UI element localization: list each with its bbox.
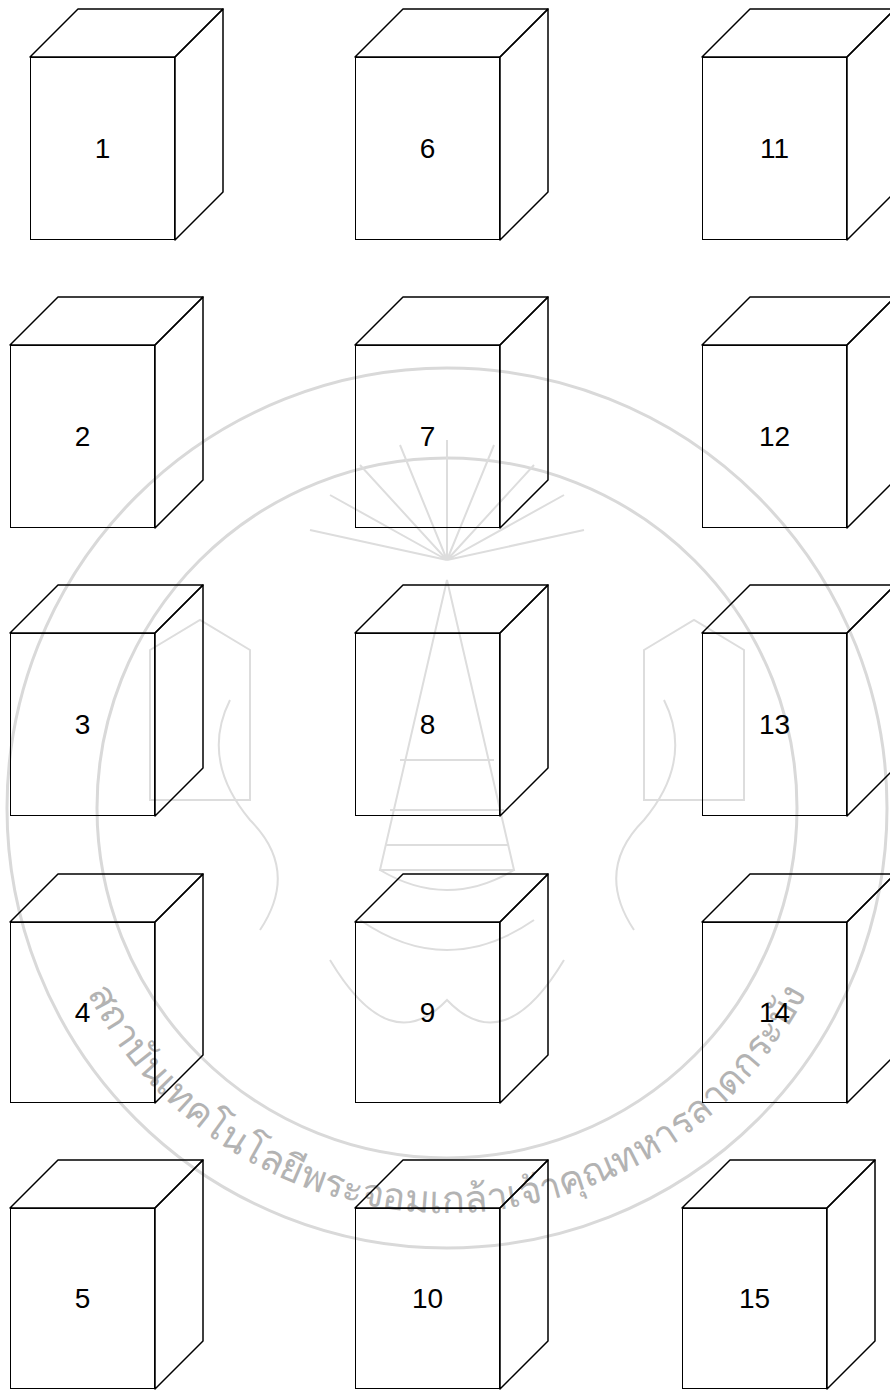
cube-front-face: 11 xyxy=(702,57,847,240)
cube-top-face xyxy=(355,585,548,633)
cube-number: 2 xyxy=(75,423,91,451)
cube-side-face xyxy=(827,1160,875,1389)
cube-outline xyxy=(355,1160,548,1389)
cube-top-face xyxy=(10,1160,203,1208)
cube-top-face xyxy=(702,874,890,922)
cube-top-face xyxy=(355,297,548,345)
cube-side-face xyxy=(847,874,890,1103)
cube-outline xyxy=(355,874,548,1103)
cube-top-face xyxy=(10,585,203,633)
cube-top-face xyxy=(355,9,548,57)
cube-side-face xyxy=(500,874,548,1103)
cube-side-face xyxy=(847,585,890,816)
cube-number: 5 xyxy=(75,1285,91,1313)
cube-side-face xyxy=(155,585,203,816)
cube-top-face xyxy=(355,1160,548,1208)
cube-side-face xyxy=(155,1160,203,1389)
cube-front-face: 7 xyxy=(355,345,500,528)
cube-top-face xyxy=(702,9,890,57)
cube-side-face xyxy=(155,297,203,528)
cube-number: 15 xyxy=(739,1285,770,1313)
cube-number: 11 xyxy=(760,135,789,163)
cube-outline xyxy=(355,9,548,240)
cube-outline xyxy=(702,9,890,240)
cube-top-face xyxy=(355,874,548,922)
cube-side-face xyxy=(500,1160,548,1389)
cube-front-face: 3 xyxy=(10,633,155,816)
cube-outline xyxy=(702,585,890,816)
cube-outline xyxy=(10,297,203,528)
cube-top-face xyxy=(10,297,203,345)
cube-number: 14 xyxy=(759,999,790,1027)
cube-number: 7 xyxy=(420,423,436,451)
cube-number: 3 xyxy=(75,711,91,739)
cube-top-face xyxy=(702,585,890,633)
cube-front-face: 10 xyxy=(355,1208,500,1389)
cube-outline xyxy=(355,297,548,528)
cube-side-face xyxy=(500,9,548,240)
cube-number: 6 xyxy=(420,135,436,163)
cube-number: 4 xyxy=(75,999,91,1027)
cube-front-face: 15 xyxy=(682,1208,827,1389)
cube-side-face xyxy=(500,297,548,528)
cube-front-face: 9 xyxy=(355,922,500,1103)
cube-front-face: 4 xyxy=(10,922,155,1103)
cube-outline xyxy=(682,1160,875,1389)
cube-side-face xyxy=(155,874,203,1103)
cube-number: 8 xyxy=(420,711,436,739)
cube-outline xyxy=(702,297,890,528)
cube-front-face: 2 xyxy=(10,345,155,528)
cube-front-face: 6 xyxy=(355,57,500,240)
cube-front-face: 1 xyxy=(30,57,175,240)
cube-front-face: 5 xyxy=(10,1208,155,1389)
cube-front-face: 8 xyxy=(355,633,500,816)
cube-front-face: 12 xyxy=(702,345,847,528)
cube-outline xyxy=(10,874,203,1103)
cube-front-face: 14 xyxy=(702,922,847,1103)
cube-number: 12 xyxy=(759,423,790,451)
cube-outline xyxy=(10,585,203,816)
cube-number: 10 xyxy=(412,1285,443,1313)
cube-top-face xyxy=(702,297,890,345)
cube-outline xyxy=(30,9,223,240)
cube-side-face xyxy=(175,9,223,240)
cube-top-face xyxy=(10,874,203,922)
cube-top-face xyxy=(30,9,223,57)
cube-number: 13 xyxy=(759,711,790,739)
cube-side-face xyxy=(847,297,890,528)
cube-top-face xyxy=(682,1160,875,1208)
cube-number: 9 xyxy=(420,999,436,1027)
cube-side-face xyxy=(500,585,548,816)
cube-side-face xyxy=(847,9,890,240)
cube-front-face: 13 xyxy=(702,633,847,816)
cube-outline xyxy=(702,874,890,1103)
cube-number: 1 xyxy=(95,135,111,163)
cube-outline xyxy=(10,1160,203,1389)
cube-outline xyxy=(355,585,548,816)
